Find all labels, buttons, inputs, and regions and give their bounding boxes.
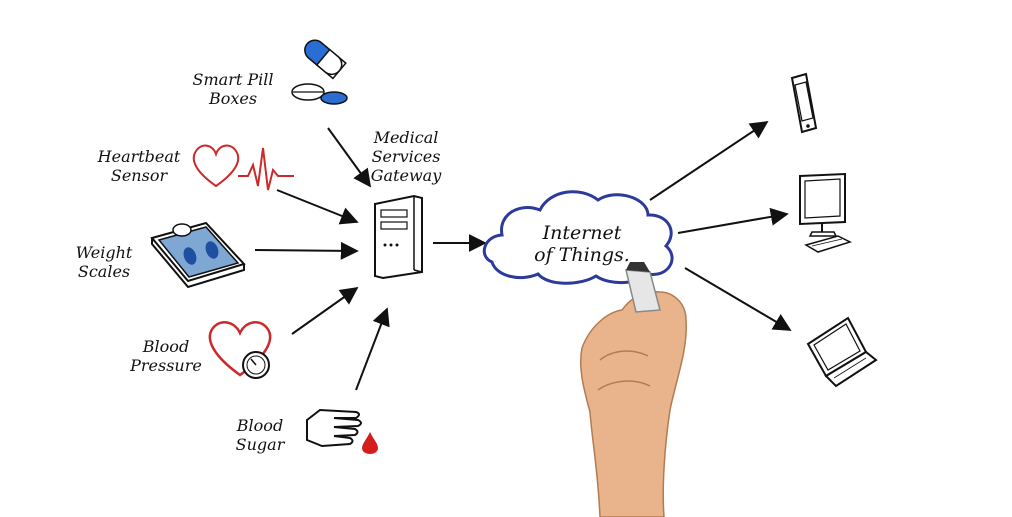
blood-pressure-icon bbox=[208, 321, 272, 379]
arrow-cloud-to-laptop bbox=[684, 267, 792, 331]
label-heartbeat-sensor: Heartbeat Sensor bbox=[97, 147, 181, 185]
arrow-scale-to-gateway bbox=[254, 241, 359, 260]
server-icon bbox=[374, 194, 423, 280]
pill-box-icon bbox=[291, 39, 348, 105]
desktop-icon bbox=[799, 172, 852, 253]
label-medical-services-gateway: Medical Services Gateway bbox=[370, 128, 442, 185]
arrow-bp-to-gateway bbox=[291, 286, 359, 335]
heartbeat-icon bbox=[192, 144, 294, 191]
arrow-cloud-to-desktop bbox=[677, 207, 789, 234]
blood-sugar-icon bbox=[306, 408, 378, 454]
laptop-icon bbox=[806, 316, 878, 388]
label-weight-scales: Weight Scales bbox=[75, 243, 133, 281]
phone-icon bbox=[790, 72, 818, 134]
scale-icon bbox=[150, 221, 246, 289]
hand-icon bbox=[579, 262, 687, 517]
cloud-label: Internet of Things. bbox=[534, 222, 630, 266]
label-blood-pressure: Blood Pressure bbox=[130, 337, 202, 375]
arrow-sugar-to-gateway bbox=[355, 307, 390, 391]
cloud-icon bbox=[482, 190, 674, 285]
arrow-heartbeat-to-gateway bbox=[276, 189, 359, 225]
arrow-pill-to-gateway bbox=[327, 127, 372, 188]
label-smart-pill-boxes: Smart Pill Boxes bbox=[192, 70, 274, 108]
label-blood-sugar: Blood Sugar bbox=[235, 416, 285, 454]
arrow-cloud-to-phone bbox=[649, 121, 769, 201]
